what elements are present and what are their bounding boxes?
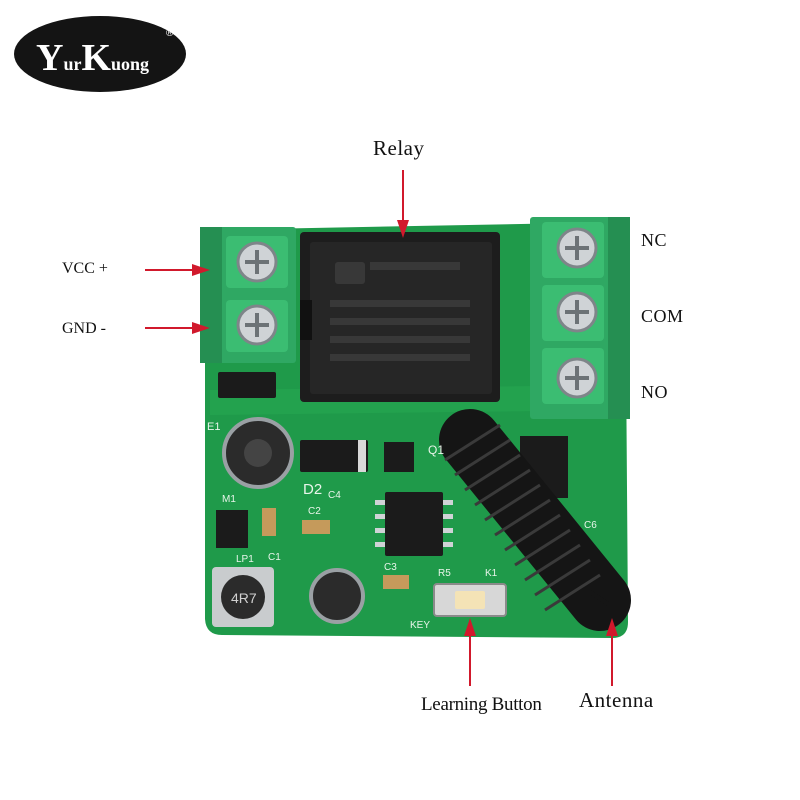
- module-m1: [216, 510, 248, 548]
- diode-top-left: [218, 372, 276, 398]
- label-relay: Relay: [373, 136, 425, 160]
- logo-wordmark: YurKuong: [36, 37, 149, 79]
- marking-e1: E1: [207, 421, 220, 433]
- label-gnd: GND -: [62, 320, 106, 337]
- logo-ellipse: [14, 16, 186, 92]
- marking-c2: C2: [308, 506, 321, 517]
- logo-letters-uong: uong: [111, 54, 149, 74]
- marking-k1: K1: [485, 568, 498, 579]
- label-com: COM: [641, 306, 684, 326]
- callout-arrows: [145, 170, 618, 686]
- right-terminal-block: [530, 217, 630, 419]
- electrolytic-capacitor-right: [309, 568, 365, 624]
- arrow-antenna: [606, 618, 618, 686]
- arrow-relay: [397, 170, 409, 238]
- antenna-coil: [439, 409, 631, 631]
- logo-letters-ur: ur: [63, 54, 81, 74]
- marking-lp1: LP1: [236, 554, 254, 565]
- marking-inductor-value: 4R7: [231, 590, 257, 606]
- arrow-gnd: [145, 322, 210, 334]
- label-antenna: Antenna: [579, 688, 654, 712]
- arrow-learning-button: [464, 618, 476, 686]
- marking-r5: R5: [438, 568, 451, 579]
- relay-component: [300, 232, 500, 402]
- left-terminal-block: [200, 227, 296, 363]
- marking-d2: D2: [303, 481, 322, 498]
- marking-q1: Q1: [428, 443, 444, 457]
- marking-key: KEY: [410, 620, 430, 631]
- label-vcc: VCC +: [62, 260, 108, 277]
- marking-c6: C6: [584, 520, 597, 531]
- smd-capacitor-left: [262, 508, 276, 536]
- smd-capacitor-c2: [302, 520, 330, 534]
- label-no: NO: [641, 382, 668, 402]
- brand-logo: YurKuong ®: [14, 16, 186, 92]
- logo-registered-mark: ®: [166, 28, 174, 39]
- logo-letter-y: Y: [36, 37, 63, 79]
- label-nc: NC: [641, 230, 668, 250]
- ic-chip: [385, 492, 443, 556]
- logo-letter-k: K: [81, 37, 111, 79]
- marking-c3: C3: [384, 562, 397, 573]
- marking-c1: C1: [268, 552, 281, 563]
- arrow-vcc: [145, 264, 210, 276]
- marking-m1: M1: [222, 494, 236, 505]
- transistor-q1: [384, 442, 414, 472]
- smd-capacitor-c3: [383, 575, 409, 589]
- marking-c4: C4: [328, 490, 341, 501]
- label-learning-button: Learning Button: [421, 694, 542, 715]
- diode-d2: [300, 440, 368, 472]
